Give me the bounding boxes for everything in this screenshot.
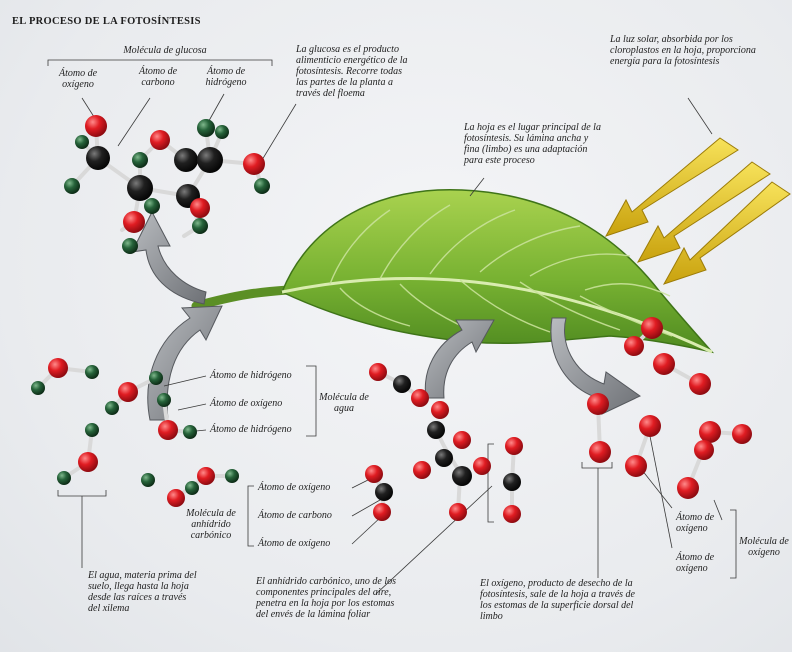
water-hydrogen-label-1: Átomo de hidrógeno [210,370,310,381]
sunlight-description: La luz solar, absorbida por los cloropla… [610,34,770,67]
glucose-molecule-label: Molécula de glucosa [90,45,240,56]
co2-oxygen-label-2: Átomo de oxígeno [258,538,358,549]
glucose-description: La glucosa es el producto alimenticio en… [296,44,416,99]
diagram-title: EL PROCESO DE LA FOTOSÍNTESIS [12,16,201,27]
water-description: El agua, materia prima del suelo, llega … [88,570,198,614]
water-hydrogen-label-2: Átomo de hidrógeno [210,424,310,435]
oxygen-molecule-label: Molécula de oxígeno [738,536,790,558]
water-molecule-label: Molécula de agua [318,392,370,414]
leaf-description: La hoja es el lugar principal de la foto… [464,122,604,166]
oxygen-atom-label-1: Átomo de oxígeno [676,512,736,534]
oxygen-atom-label-2: Átomo de oxígeno [676,552,736,574]
glucose-oxygen-label: Átomo de oxígeno [48,68,108,90]
co2-oxygen-label-1: Átomo de oxígeno [258,482,358,493]
co2-carbon-label: Átomo de carbono [258,510,358,521]
water-oxygen-label: Átomo de oxígeno [210,398,310,409]
co2-description: El anhídrido carbónico, uno de los compo… [256,576,406,620]
glucose-hydrogen-label: Átomo de hidrógeno [196,66,256,88]
oxygen-description: El oxígeno, producto de desecho de la fo… [480,578,640,622]
glucose-carbon-label: Átomo de carbono [128,66,188,88]
co2-molecule-label: Molécula de anhídrido carbónico [178,508,244,541]
